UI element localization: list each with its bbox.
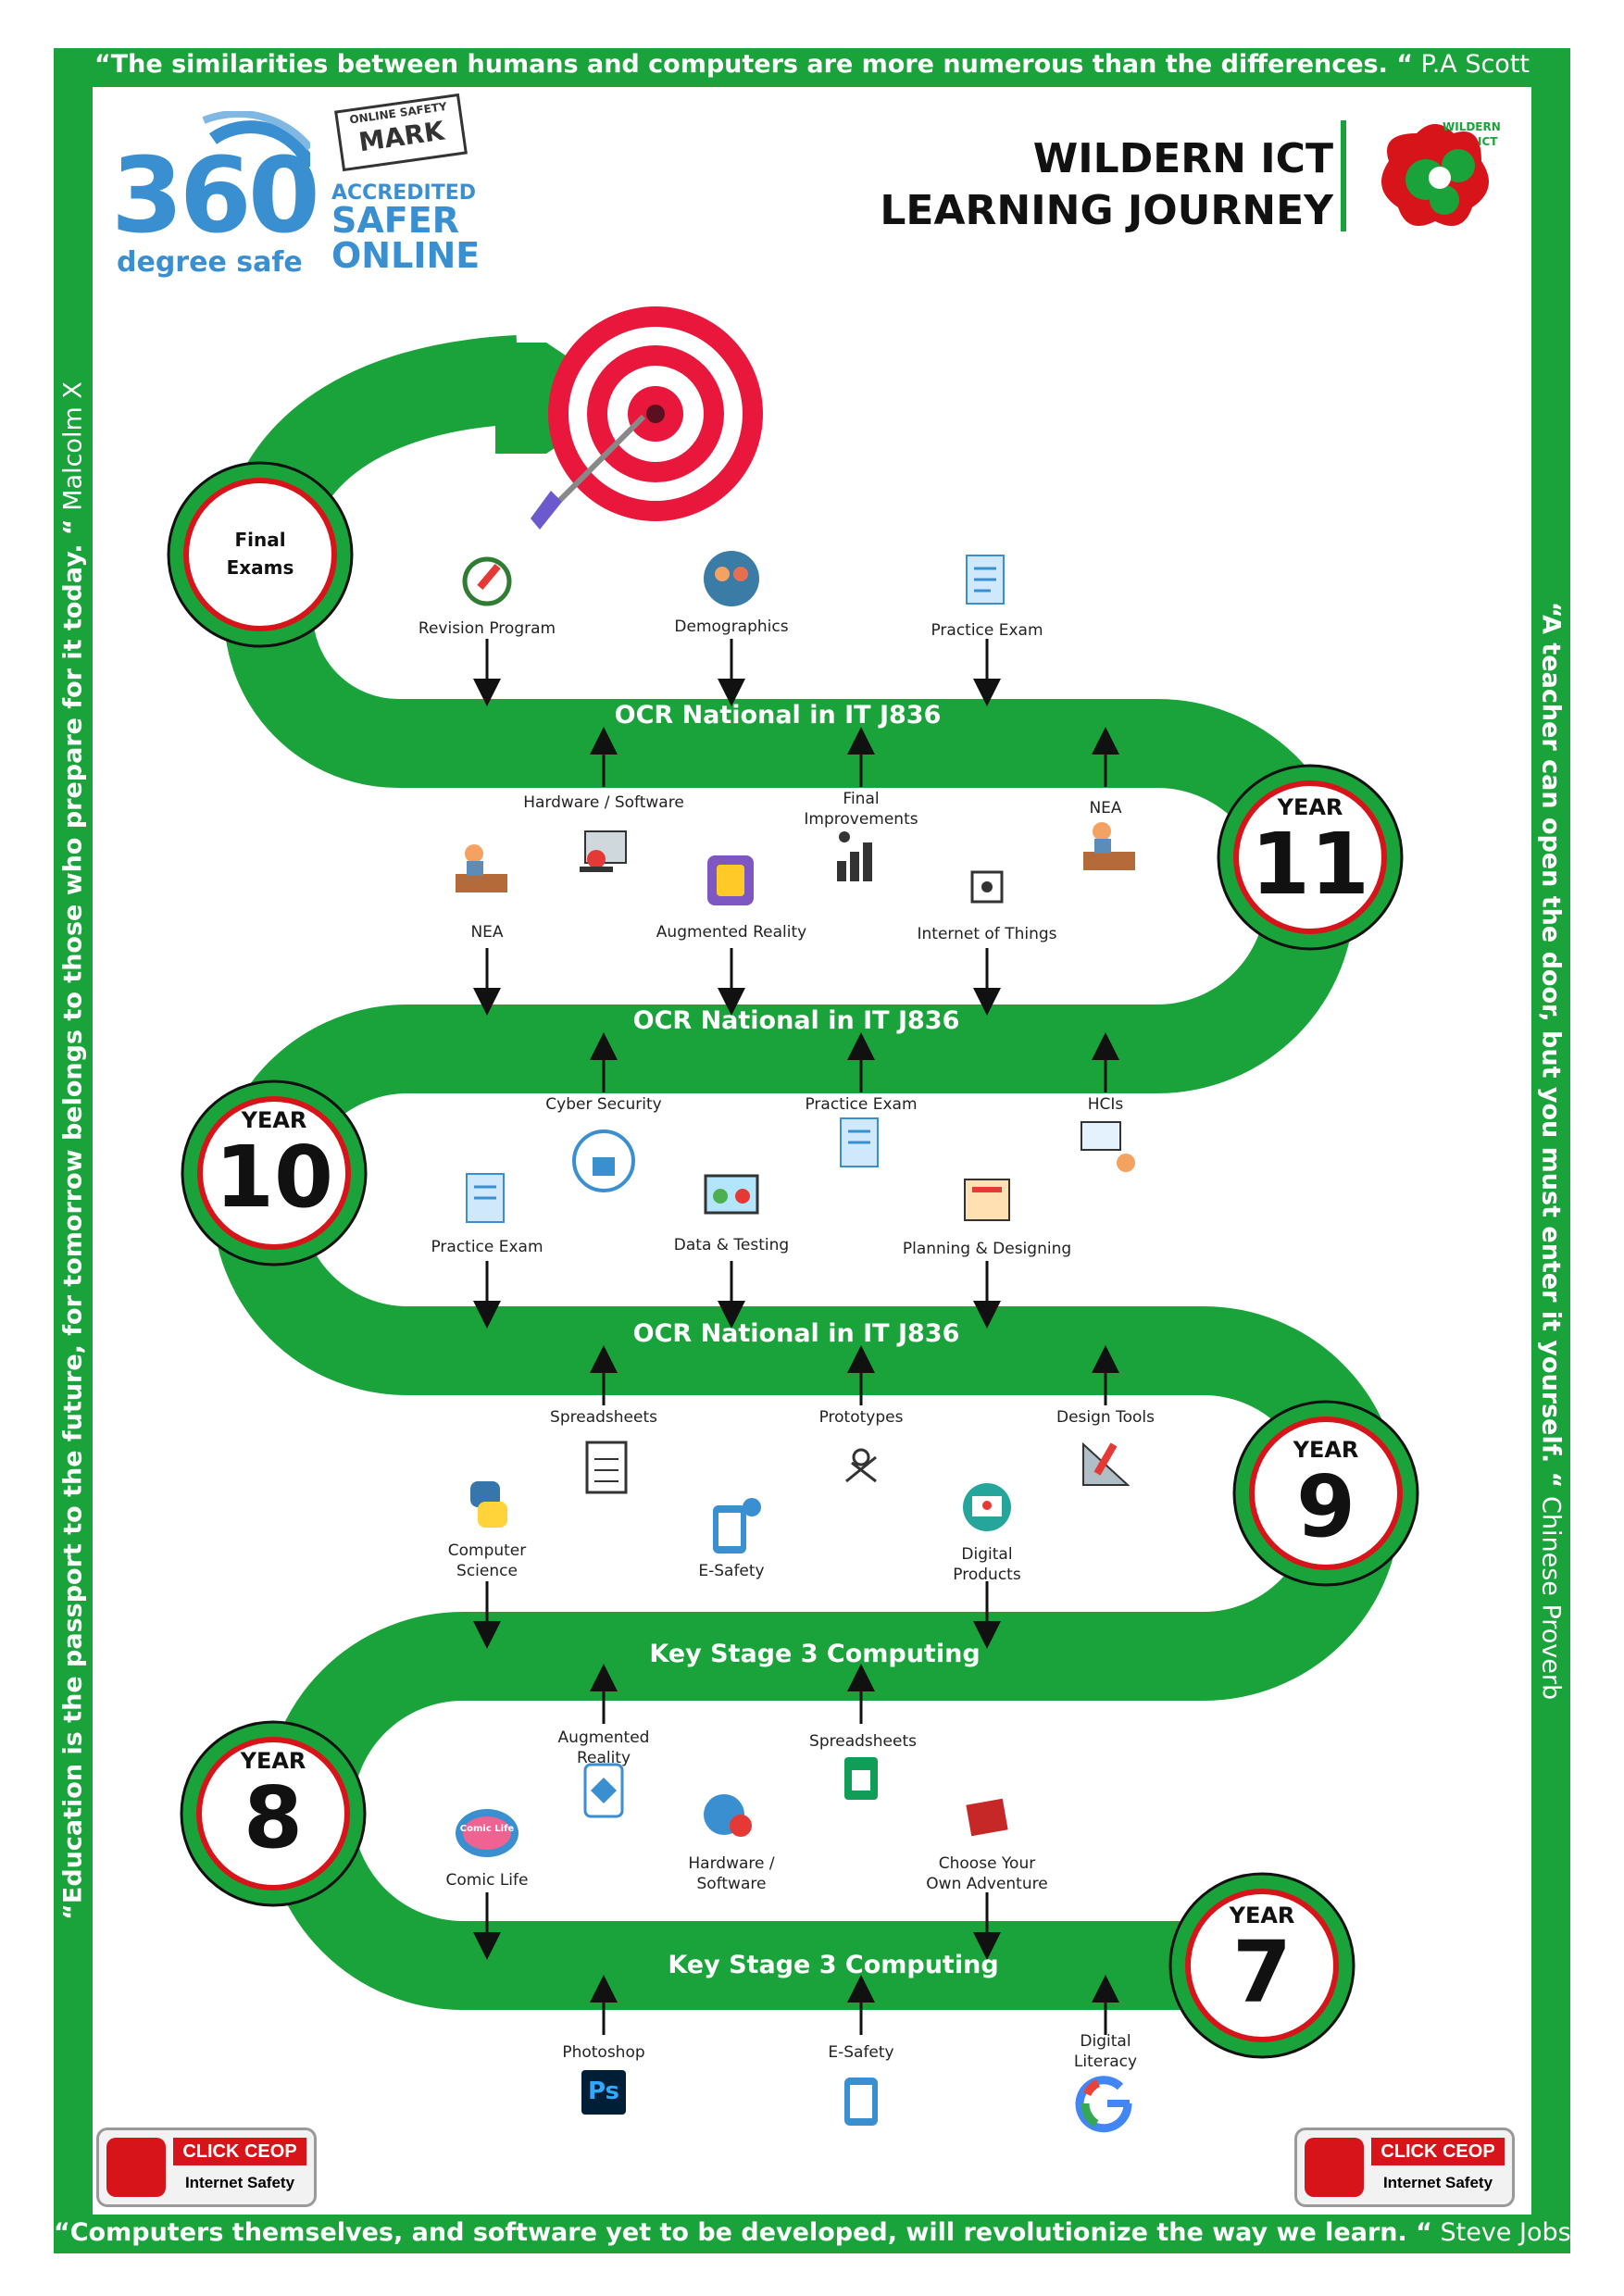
label-prototypes: Prototypes: [818, 1408, 904, 1427]
label-planning-designing: Planning & Designing: [902, 1240, 1072, 1258]
label-hardware-software-2: Hardware / Software: [639, 1853, 824, 1894]
year-11-word: YEAR: [1277, 794, 1343, 820]
label-computer-science: Computer Science: [394, 1541, 580, 1581]
label-computer-science-line2: Science: [456, 1562, 518, 1580]
band-label-ks3-2: Key Stage 3 Computing: [668, 1951, 999, 1979]
year-8-number: 8: [243, 1768, 303, 1867]
label-augmented-reality-2: Augmented Reality: [511, 1728, 696, 1768]
final-exams-line2: Exams: [226, 556, 294, 579]
badge-safer: SAFER: [331, 200, 459, 241]
band-label-ocr-2: OCR National in IT J836: [632, 1006, 960, 1035]
page-title: WILDERN ICT LEARNING JOURNEY: [815, 133, 1333, 237]
label-spreadsheets-1: Spreadsheets: [550, 1408, 657, 1427]
label-augmented-reality-2-line1: Augmented: [557, 1728, 650, 1747]
label-digital-products-line2: Products: [953, 1566, 1021, 1584]
label-photoshop: Photoshop: [562, 2043, 645, 2062]
ceop-sub-right: Internet Safety: [1382, 2174, 1493, 2191]
school-logo: WILDERN ICT: [1370, 115, 1518, 235]
ceop-eye-icon: [106, 2138, 166, 2197]
label-hardware-software-2-line2: Software: [696, 1875, 767, 1893]
label-digital-literacy-line2: Literacy: [1073, 2053, 1138, 2071]
band-label-ocr-1: OCR National in IT J836: [614, 701, 942, 730]
ceop-sub-left: Internet Safety: [184, 2174, 295, 2191]
label-data-testing: Data & Testing: [673, 1236, 790, 1254]
label-esafety-1: E-Safety: [698, 1562, 765, 1580]
year-8-word: YEAR: [240, 1748, 306, 1774]
label-comic-life: Comic Life: [445, 1871, 529, 1890]
band-label-ks3-1: Key Stage 3 Computing: [649, 1640, 981, 1668]
year-10-word: YEAR: [241, 1107, 307, 1133]
label-choose-adventure-line2: Own Adventure: [926, 1875, 1048, 1893]
label-spreadsheets-2: Spreadsheets: [809, 1732, 917, 1751]
badge-accredited: ACCREDITED: [331, 181, 477, 205]
badge-online: ONLINE: [331, 235, 481, 276]
school-logo-text1: WILDERN: [1443, 120, 1501, 133]
label-computer-science-line1: Computer: [447, 1541, 527, 1560]
label-final-improvements-line2: Improvements: [804, 810, 918, 829]
ceop-eye-icon: [1305, 2138, 1364, 2197]
year-9-word: YEAR: [1293, 1437, 1359, 1463]
quote-top-author: P.A Scott: [1413, 50, 1530, 79]
label-practice-exam-1: Practice Exam: [931, 621, 1043, 640]
year-11-number: 11: [1250, 815, 1370, 914]
label-nea-2: NEA: [470, 923, 504, 942]
label-hardware-software-2-line1: Hardware /: [688, 1854, 775, 1873]
label-design-tools: Design Tools: [1056, 1408, 1155, 1427]
band-label-ocr-3: OCR National in IT J836: [632, 1319, 960, 1348]
label-hardware-software-1: Hardware / Software: [523, 793, 684, 812]
logo-360-degree-safe: 360 degree safe: [111, 111, 320, 287]
label-revision-program: Revision Program: [418, 619, 556, 638]
year-7-number: 7: [1231, 1923, 1292, 2022]
target-icon: [548, 306, 763, 521]
label-choose-adventure: Choose Your Own Adventure: [885, 1853, 1089, 1894]
ceop-label-right: CLICK CEOP: [1371, 2138, 1505, 2165]
quote-top: “The similarities between humans and com…: [54, 50, 1570, 79]
label-augmented-reality-2-line2: Reality: [576, 1749, 631, 1767]
label-cyber-security: Cyber Security: [545, 1095, 662, 1114]
label-demographics: Demographics: [674, 618, 789, 636]
final-exams-label: Final Exams: [186, 526, 334, 581]
ceop-button-left[interactable]: CLICK CEOP Internet Safety: [96, 2128, 317, 2207]
label-practice-exam-2: Practice Exam: [805, 1095, 918, 1114]
comic-life-logo-text: Comic Life: [459, 1824, 515, 1834]
label-choose-adventure-line1: Choose Your: [938, 1854, 1036, 1873]
frame-bottom: [54, 2215, 1570, 2253]
label-nea-1: NEA: [1089, 799, 1122, 817]
quote-top-text: “The similarities between humans and com…: [94, 50, 1414, 79]
school-logo-text2: ICT: [1478, 135, 1498, 148]
quote-bottom-author: Steve Jobs: [1431, 2218, 1571, 2247]
quote-bottom: “Computers themselves, and software yet …: [54, 2218, 1571, 2247]
label-practice-exam-3: Practice Exam: [431, 1238, 543, 1256]
final-exams-line1: Final: [234, 529, 286, 551]
frame-top: [54, 48, 1570, 87]
label-internet-of-things: Internet of Things: [917, 925, 1057, 943]
year-9-number: 9: [1295, 1457, 1355, 1556]
label-digital-products-line1: Digital: [961, 1545, 1013, 1564]
year-10-number: 10: [214, 1128, 334, 1227]
label-hcis: HCIs: [1087, 1095, 1124, 1114]
page-title-line2: LEARNING JOURNEY: [880, 187, 1333, 234]
year-7-word: YEAR: [1229, 1903, 1295, 1928]
label-final-improvements-line1: Final: [843, 790, 880, 808]
quote-bottom-text: “Computers themselves, and software yet …: [54, 2218, 1432, 2247]
ceop-label-left: CLICK CEOP: [173, 2138, 306, 2165]
label-final-improvements: Final Improvements: [768, 789, 954, 830]
label-digital-literacy-line1: Digital: [1080, 2032, 1131, 2051]
label-esafety-2: E-Safety: [828, 2043, 894, 2062]
logo-360-number: 360: [111, 136, 320, 256]
label-digital-products: Digital Products: [894, 1544, 1080, 1585]
photoshop-logo-text: Ps: [587, 2078, 620, 2105]
arrow-icon: [531, 414, 646, 530]
page-title-line1: WILDERN ICT: [1032, 135, 1333, 182]
frame-right: [1531, 48, 1570, 2253]
frame-left: [54, 48, 93, 2253]
label-digital-literacy: Digital Literacy: [1013, 2031, 1198, 2072]
title-divider: [1341, 120, 1346, 231]
ceop-button-right[interactable]: CLICK CEOP Internet Safety: [1294, 2128, 1515, 2207]
label-augmented-reality-1: Augmented Reality: [656, 923, 807, 942]
logo-360-sub: degree safe: [117, 246, 303, 279]
